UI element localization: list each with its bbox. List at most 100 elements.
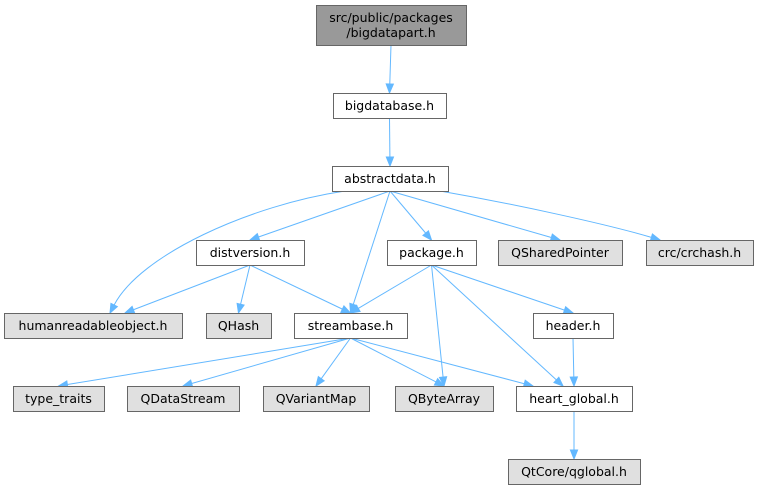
node-box xyxy=(196,240,305,266)
edge-line xyxy=(389,190,427,234)
node-label: package.h xyxy=(399,245,464,260)
node-box xyxy=(127,386,240,412)
node-typetraits[interactable]: type_traits xyxy=(13,386,105,412)
node-label-line: crc/crchash.h xyxy=(658,245,741,260)
edge-line xyxy=(431,264,557,381)
node-label-line: type_traits xyxy=(25,391,92,406)
node-humanreadable[interactable]: humanreadableobject.h xyxy=(4,313,183,339)
node-label: streambase.h xyxy=(308,318,394,333)
edge-arrowhead xyxy=(385,83,395,95)
node-box xyxy=(13,386,105,412)
node-streambase[interactable]: streambase.h xyxy=(294,313,408,339)
node-box xyxy=(646,240,754,266)
edge-arrowhead xyxy=(569,449,579,461)
edge-distversion-to-streambase xyxy=(249,264,352,314)
node-qbytearray[interactable]: QByteArray xyxy=(395,386,494,412)
edge-streambase-to-qvariantmap xyxy=(315,337,351,388)
node-box xyxy=(4,313,183,339)
node-box xyxy=(333,93,447,119)
edge-distversion-to-humanreadable xyxy=(123,264,251,314)
node-label-line: header.h xyxy=(546,318,601,333)
node-label: type_traits xyxy=(25,391,92,406)
edge-package-to-heartglobal xyxy=(431,264,564,387)
node-box xyxy=(395,386,494,412)
node-label-line: QVariantMap xyxy=(276,391,357,406)
edge-abstractdata-to-crchash xyxy=(439,190,662,242)
node-abstractdata[interactable]: abstractdata.h xyxy=(332,166,449,192)
edge-arrowhead xyxy=(562,305,575,315)
node-label: crc/crchash.h xyxy=(658,245,741,260)
edge-arrowhead xyxy=(438,376,448,388)
node-qvariantmap[interactable]: QVariantMap xyxy=(263,386,370,412)
node-box xyxy=(516,386,633,412)
edge-arrowhead xyxy=(549,233,562,242)
edge-bigdatabase-to-abstractdata xyxy=(385,117,395,168)
edge-line xyxy=(389,190,552,238)
node-label-line: bigdatabase.h xyxy=(345,98,434,113)
node-qdatastream[interactable]: QDataStream xyxy=(127,386,240,412)
edge-arrowhead xyxy=(422,229,433,242)
node-bigdatabase[interactable]: bigdatabase.h xyxy=(333,93,447,119)
edge-line xyxy=(350,337,437,383)
edge-arrowhead xyxy=(553,376,564,387)
edge-line xyxy=(431,264,444,378)
edge-streambase-to-typetraits xyxy=(57,337,351,389)
node-box xyxy=(294,313,408,339)
node-box xyxy=(263,386,370,412)
edge-package-to-streambase xyxy=(349,264,432,314)
node-root[interactable]: src/public/packages/bigdatapart.h xyxy=(316,5,467,46)
node-label-line: /bigdatapart.h xyxy=(346,25,435,40)
edge-root-to-bigdatabase xyxy=(385,44,395,95)
node-header[interactable]: header.h xyxy=(533,313,614,339)
node-box xyxy=(206,313,272,339)
edge-line xyxy=(249,264,343,310)
node-label-line: package.h xyxy=(399,245,464,260)
node-box xyxy=(316,5,467,46)
node-label: QtCore/qglobal.h xyxy=(521,464,627,479)
node-crchash[interactable]: crc/crchash.h xyxy=(646,240,754,266)
node-layer: src/public/packages/bigdatapart.h bigdata… xyxy=(4,5,754,485)
node-label-line: humanreadableobject.h xyxy=(19,318,168,333)
node-box xyxy=(498,240,623,266)
edge-line xyxy=(350,337,525,385)
node-qglobal[interactable]: QtCore/qglobal.h xyxy=(508,459,641,485)
edge-line xyxy=(67,337,351,386)
edge-arrowhead xyxy=(349,304,361,314)
node-label: abstractdata.h xyxy=(344,171,436,186)
edge-line xyxy=(431,264,565,311)
edge-abstractdata-to-package xyxy=(389,190,433,242)
edge-line xyxy=(357,264,432,309)
node-qsharedpointer[interactable]: QSharedPointer xyxy=(498,240,623,266)
node-label: humanreadableobject.h xyxy=(19,318,168,333)
edge-streambase-to-qdatastream xyxy=(181,337,351,388)
node-box xyxy=(332,166,449,192)
node-heartglobal[interactable]: heart_global.h xyxy=(516,386,633,412)
node-label-line: distversion.h xyxy=(210,245,291,260)
edge-arrowhead xyxy=(248,232,261,241)
node-label: QDataStream xyxy=(141,391,226,406)
edge-arrowhead xyxy=(385,156,395,168)
edge-arrowhead xyxy=(569,376,579,388)
node-box xyxy=(508,459,641,485)
edge-line xyxy=(439,190,652,238)
edge-line xyxy=(320,337,351,379)
node-label: QVariantMap xyxy=(276,391,357,406)
node-distversion[interactable]: distversion.h xyxy=(196,240,305,266)
edge-line xyxy=(113,190,346,306)
node-label-line: streambase.h xyxy=(308,318,394,333)
edge-arrowhead xyxy=(181,379,194,388)
node-label-line: QDataStream xyxy=(141,391,226,406)
node-label: src/public/packages/bigdatapart.h xyxy=(329,10,453,40)
edge-arrowhead xyxy=(315,375,326,388)
edge-package-to-qbytearray xyxy=(431,264,448,388)
node-label: bigdatabase.h xyxy=(345,98,434,113)
node-package[interactable]: package.h xyxy=(387,240,477,266)
edge-arrowhead xyxy=(123,305,136,314)
node-box xyxy=(533,313,614,339)
edge-arrowhead xyxy=(236,302,245,315)
edge-arrowhead xyxy=(340,304,352,314)
edge-streambase-to-heartglobal xyxy=(350,337,535,388)
edge-abstractdata-to-distversion xyxy=(248,190,391,241)
node-qhash[interactable]: QHash xyxy=(206,313,272,339)
edge-abstractdata-to-qsharedpointer xyxy=(389,190,562,242)
